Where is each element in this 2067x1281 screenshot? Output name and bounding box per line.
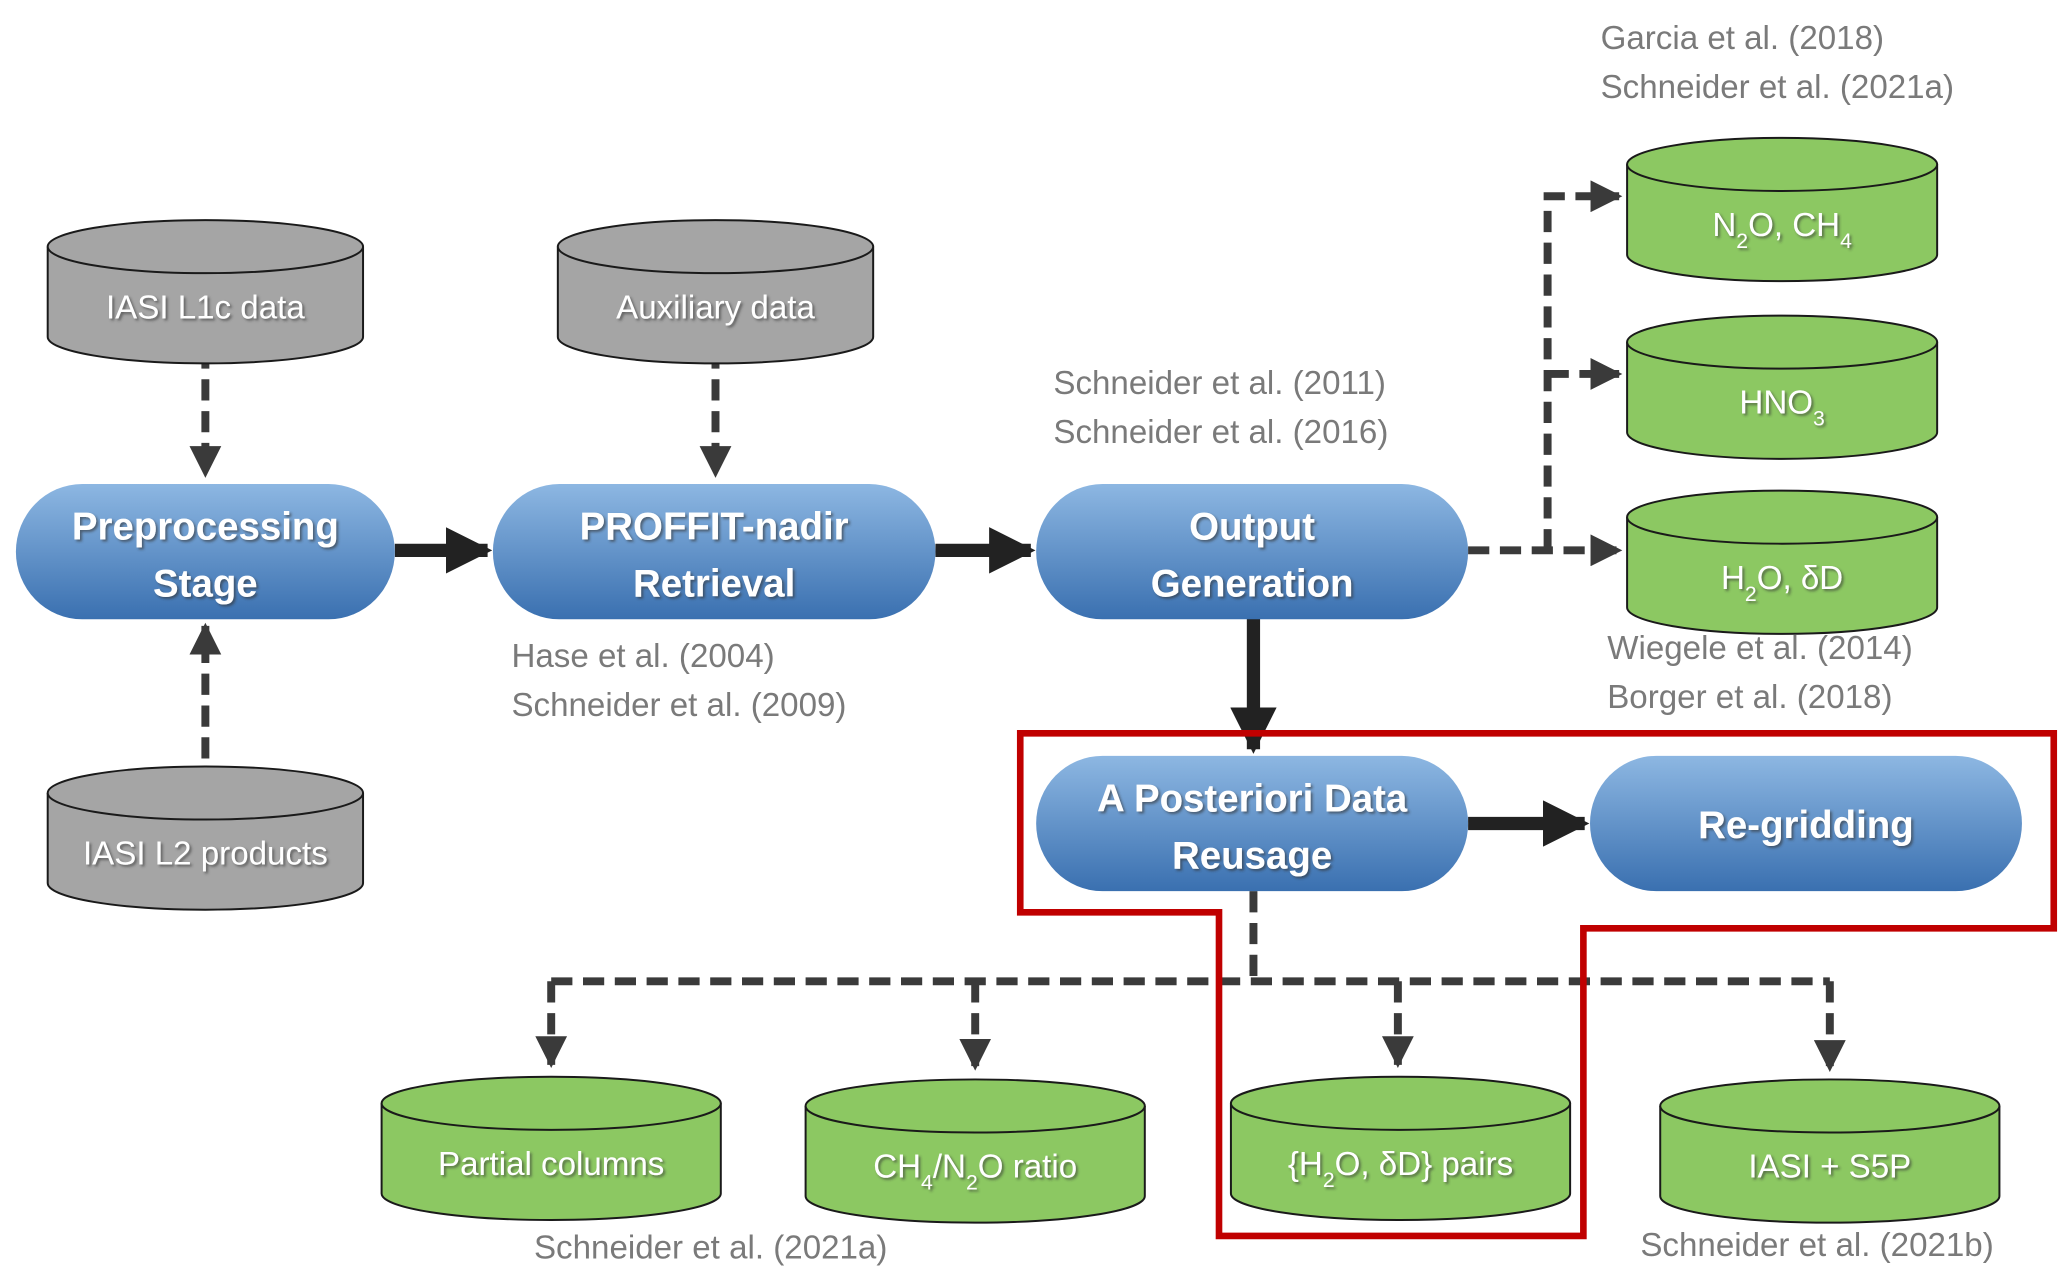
arrow-branch-n2o	[1543, 180, 1623, 551]
process-pill	[1036, 484, 1469, 620]
ref-borger-2018: Borger et al. (2018)	[1607, 679, 1892, 716]
ref-garcia-2018: Garcia et al. (2018)	[1601, 20, 1884, 57]
ref-schneider-2021a-top: Schneider et al. (2021a)	[1601, 69, 1954, 106]
cylinder-body	[46, 246, 365, 365]
cylinder-label: {H2O, δD} pairs	[1288, 1146, 1513, 1192]
cylinder-label: IASI L2 products	[83, 836, 328, 873]
cylinder-label: Auxiliary data	[616, 289, 815, 326]
cylinder-body	[1626, 164, 1939, 283]
cylinder-body	[1659, 1105, 2001, 1224]
cylinder-label: IASI L1c data	[106, 289, 305, 326]
process-pill	[1036, 755, 1469, 892]
process-label-line1: Output	[1189, 506, 1315, 549]
output-ratio-cylinder: CH4/N2O ratio	[804, 1078, 1146, 1224]
process-label-line1: PROFFIT-nadir	[580, 506, 849, 549]
output-pairs-cylinder: {H2O, δD} pairs	[1229, 1075, 1572, 1221]
output-s5p-cylinder: IASI + S5P	[1659, 1078, 2001, 1224]
highlight-frame	[1016, 730, 2058, 1240]
process-label-line1: A Posteriori Data	[1097, 778, 1408, 821]
process-regrid: Re-gridding	[1590, 755, 2022, 892]
process-label-line2: Reusage	[1172, 835, 1332, 878]
ref-wiegele-2014: Wiegele et al. (2014)	[1607, 630, 1913, 667]
cylinder-label: N2O, CH4	[1712, 207, 1852, 253]
cylinder-top	[46, 219, 365, 275]
cylinder-top	[380, 1075, 722, 1131]
cylinder-label: H2O, δD	[1721, 560, 1843, 606]
ref-schneider-2011: Schneider et al. (2011)	[1053, 365, 1386, 402]
process-label-line2: Generation	[1151, 563, 1354, 606]
cylinder-body	[1229, 1103, 1572, 1221]
process-label: Re-gridding	[1698, 804, 1914, 847]
process-label-line2: Stage	[153, 563, 258, 606]
process-pill	[1590, 755, 2022, 892]
process-label-line1: Preprocessing	[72, 506, 339, 549]
input-l1c-cylinder: IASI L1c data	[46, 219, 365, 365]
cylinder-body	[1626, 342, 1939, 460]
cylinder-top	[1626, 489, 1939, 545]
cylinder-top	[556, 219, 875, 275]
cylinder-top	[1229, 1075, 1572, 1131]
output-hno3-cylinder: HNO3	[1626, 314, 1939, 460]
cylinder-label: Partial columns	[438, 1146, 664, 1183]
cylinder-label: IASI + S5P	[1748, 1149, 1911, 1186]
cylinder-body	[380, 1103, 722, 1221]
cylinder-body	[804, 1105, 1146, 1224]
input-l2-cylinder: IASI L2 products	[46, 765, 365, 911]
cylinder-top	[46, 765, 365, 821]
cylinder-body	[46, 792, 365, 911]
ref-schneider-2009: Schneider et al. (2009)	[511, 687, 846, 724]
ref-schneider-2016: Schneider et al. (2016)	[1053, 414, 1388, 451]
references: Garcia et al. (2018) Schneider et al. (2…	[511, 20, 1993, 1266]
ref-schneider-2021b: Schneider et al. (2021b)	[1640, 1227, 1993, 1264]
cylinder-body	[1626, 517, 1939, 635]
cylinder-top	[1626, 314, 1939, 370]
cylinder-top	[1626, 136, 1939, 192]
process-pill	[492, 484, 936, 620]
connectors	[189, 180, 1846, 1073]
output-h2o_dd-cylinder: H2O, δD	[1626, 489, 1939, 635]
ref-hase-2004: Hase et al. (2004)	[511, 638, 774, 675]
ref-schneider-2021a-bottom: Schneider et al. (2021a)	[534, 1229, 887, 1266]
cylinder-top	[804, 1078, 1146, 1134]
cylinder-label: HNO3	[1739, 385, 1824, 431]
output-partial-cylinder: Partial columns	[380, 1075, 722, 1221]
output-n2o_ch4-cylinder: N2O, CH4	[1626, 136, 1939, 283]
cylinder-top	[1659, 1078, 2001, 1134]
cylinder-label: CH4/N2O ratio	[873, 1149, 1077, 1195]
cylinder-body	[556, 246, 875, 365]
process-label-line2: Retrieval	[633, 563, 795, 606]
input-aux-cylinder: Auxiliary data	[556, 219, 875, 365]
process-pill	[15, 484, 395, 620]
